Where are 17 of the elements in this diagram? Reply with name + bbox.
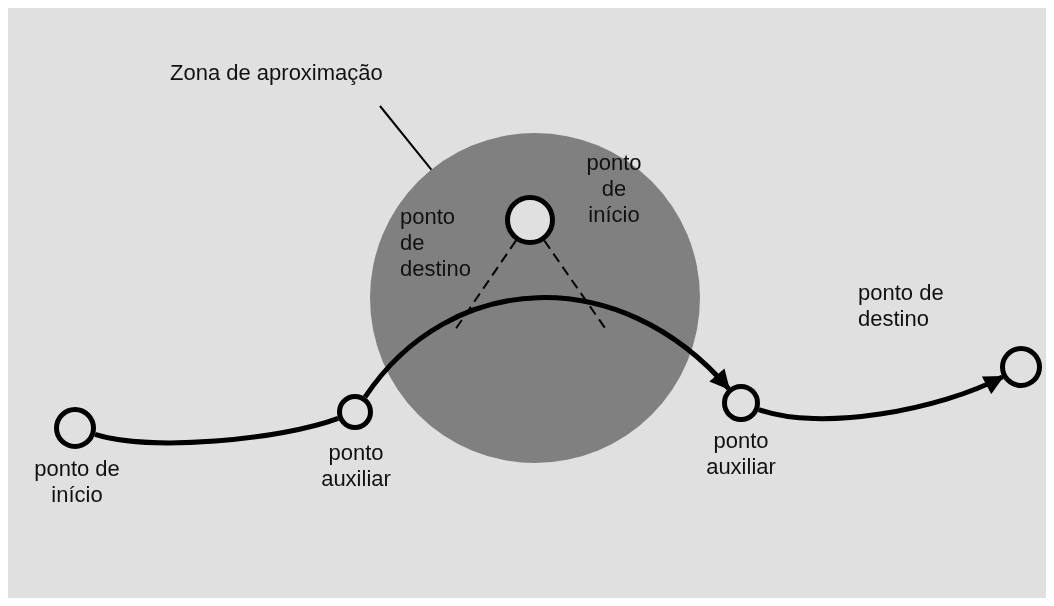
zone-label: Zona de aproximação (170, 60, 383, 86)
point-label: ponto de destino (858, 280, 945, 332)
waypoint-circle (54, 407, 96, 449)
point-label: ponto de destino (400, 204, 472, 282)
point-label: ponto auxiliar (705, 428, 777, 480)
waypoint-circle (505, 195, 555, 245)
route-curve (758, 374, 1005, 422)
dashed-line (454, 239, 517, 331)
route-curve (94, 415, 339, 446)
leader-line (379, 105, 433, 171)
waypoint-circle (337, 394, 373, 430)
route-curve (363, 295, 731, 399)
point-label: ponto de início (33, 456, 121, 508)
point-label: ponto auxiliar (320, 440, 392, 492)
dashed-line (543, 239, 606, 329)
waypoint-circle (722, 384, 760, 422)
waypoint-circle (1000, 346, 1042, 388)
